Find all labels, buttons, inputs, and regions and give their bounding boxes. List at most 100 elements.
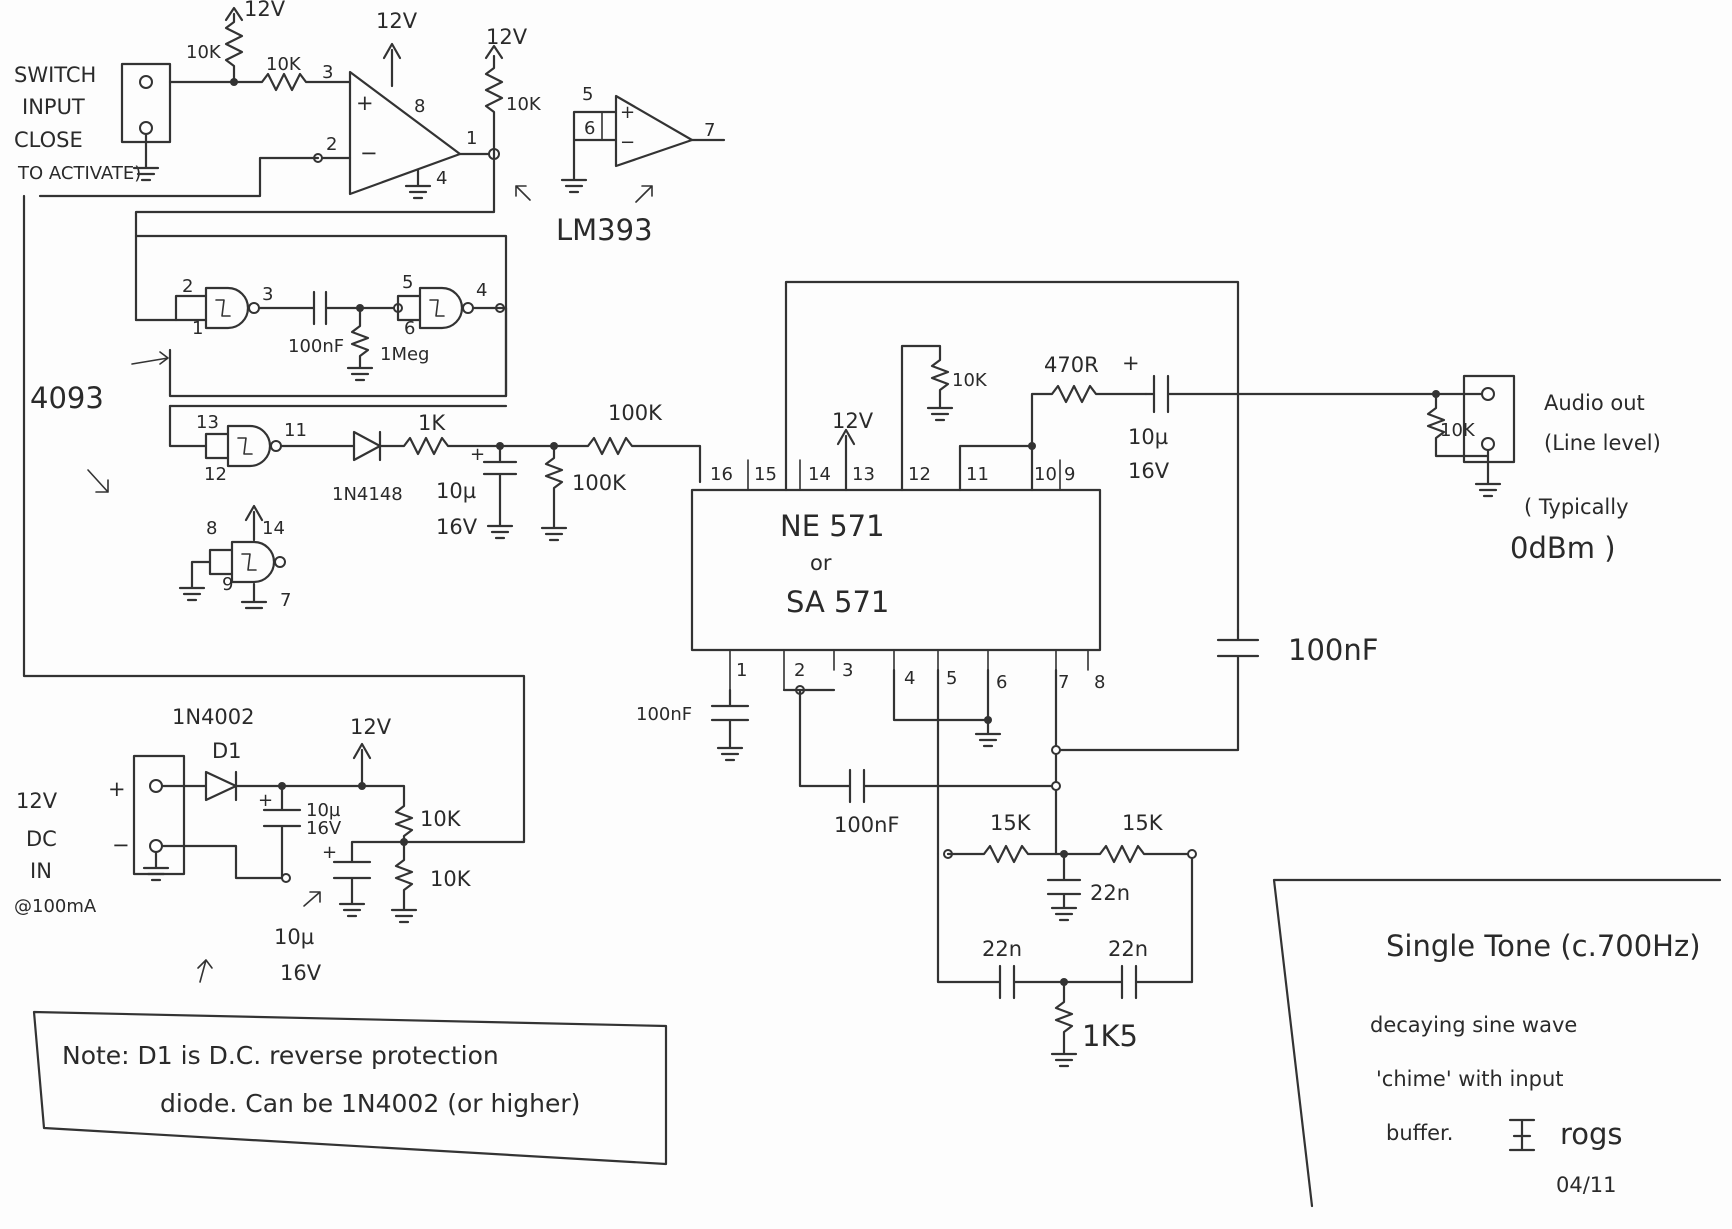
power-ground	[142, 850, 170, 882]
pin2-cap-value: 100nF	[834, 813, 899, 837]
pointer-arrow-a	[515, 185, 531, 201]
pin9: 9	[1064, 464, 1075, 485]
output-cap-voltage: 16V	[1128, 459, 1170, 483]
gate-p4: 4	[476, 280, 487, 301]
envelope-cap-voltage: 16V	[436, 515, 478, 539]
power-terminal-plus	[149, 779, 163, 793]
switch-label-1: SWITCH	[14, 63, 96, 87]
pin12-resistor-value: 10K	[952, 370, 988, 391]
power-12v-label: 12V	[350, 715, 392, 739]
pin11-pin10-link	[958, 444, 1034, 492]
comp-pin4: 4	[436, 168, 447, 189]
ne571-chip	[690, 488, 1102, 652]
pointer-arrow-c	[131, 351, 169, 365]
twin-t-c-l: 22n	[982, 937, 1022, 961]
pin7: 7	[1058, 672, 1069, 693]
gate3-inputs	[204, 432, 230, 460]
switch-ground-symbol	[132, 132, 160, 182]
power-diode-part: 1N4002	[172, 705, 255, 729]
plus-sign-b: +	[620, 102, 635, 123]
pin3: 3	[842, 660, 853, 681]
pin14: 14	[808, 464, 831, 485]
envelope-cap-plus: +	[470, 444, 485, 465]
gate-p14: 14	[262, 518, 285, 539]
gate-p13: 13	[196, 412, 219, 433]
coupling-cap-100nf	[257, 290, 400, 326]
power-cap1-voltage: 16V	[306, 818, 342, 839]
twin-t-resistor-1k5	[1050, 980, 1078, 1068]
note-border	[32, 1010, 668, 1166]
pointer-arrow-d	[87, 469, 109, 493]
output-resistor-470r	[1030, 384, 1148, 448]
arrow-up-12v-a	[224, 6, 244, 22]
power-in-4: @100mA	[14, 896, 97, 917]
pin6: 6	[996, 672, 1007, 693]
pin4: 4	[904, 668, 915, 689]
nand-gate-4	[230, 540, 276, 584]
resistor-1k-value: 1K	[418, 411, 446, 435]
series-resistor-value: 10K	[266, 54, 302, 75]
gate-p11: 11	[284, 420, 307, 441]
comp-pin7: 7	[704, 120, 715, 141]
gate-p12: 12	[204, 464, 227, 485]
title-block: Single Tone (c.700Hz) decaying sine wave…	[1272, 878, 1722, 1208]
title-line-6: 04/11	[1556, 1173, 1617, 1197]
comp-pin8: 8	[414, 96, 425, 117]
output-cap-plus: +	[1122, 351, 1140, 375]
twin-t-resistor-branch	[946, 844, 1194, 864]
twin-t-r-a: 15K	[990, 811, 1032, 835]
gate4-inputs	[208, 548, 234, 576]
twin-t-resistor-value: 1K5	[1082, 1019, 1138, 1053]
power-diode	[160, 770, 364, 802]
output-terminal-1	[1481, 387, 1495, 401]
output-resistor-value: 470R	[1044, 353, 1099, 377]
wire-pin14-feedback	[784, 280, 1240, 632]
pin1: 1	[736, 660, 747, 681]
output-cap-value: 10µ	[1128, 425, 1168, 449]
feedback-cap	[1054, 628, 1260, 752]
chip-name-2: or	[810, 551, 832, 575]
nand-gate-3	[226, 424, 272, 468]
twin-t-network: 1K5 15K 15K 22n 22n 22n	[936, 811, 1197, 1068]
lm393-comparator: 12V 10K 10K 3 + − 2 12V 8 4 1 12V 10K +	[38, 0, 726, 322]
gate4-vss	[240, 582, 268, 610]
pin12: 12	[908, 464, 931, 485]
load-resistor	[1426, 392, 1502, 498]
power-cap2-value: 10µ	[274, 925, 314, 949]
minus-sign-b: −	[620, 132, 635, 153]
power-ground-return	[160, 844, 288, 880]
power-cap1-plus: +	[258, 790, 273, 811]
title-line-4: buffer.	[1386, 1121, 1453, 1145]
arrow-up-12v-c	[484, 44, 504, 60]
diode-1n4148	[352, 430, 382, 462]
gate-p5: 5	[402, 272, 413, 293]
resistor-1k	[378, 436, 502, 456]
power-diode-ref: D1	[212, 739, 242, 763]
note-line-1: Note: D1 is D.C. reverse protection	[62, 1041, 499, 1070]
pullup-out-value: 10K	[506, 94, 542, 115]
divider-r2-value: 10K	[430, 867, 472, 891]
schmitt-symbol-1	[215, 299, 231, 317]
series-resistor	[232, 72, 352, 92]
envelope-cap-value: 10µ	[436, 479, 476, 503]
output-cap	[1144, 374, 1438, 414]
top-pin-ticks	[747, 459, 1061, 491]
comp-pin2: 2	[326, 134, 337, 155]
chip-name-1: NE 571	[780, 509, 885, 543]
twin-t-c-r: 22n	[1108, 937, 1148, 961]
nand-gate-2	[418, 286, 464, 330]
divider-resistor-1	[360, 784, 414, 844]
title-line-2: decaying sine wave	[1370, 1013, 1577, 1037]
power-cap2-plus: +	[322, 842, 337, 863]
power-in-3: IN	[30, 859, 52, 883]
switch-label-2: INPUT	[22, 95, 85, 119]
twin-t-c-mid: 22n	[1090, 881, 1130, 905]
power-input-section: 1N4002 D1 12V DC IN @100mA + − + 10µ 16V…	[14, 194, 526, 985]
divider-resistor-2	[390, 840, 418, 924]
gate1-inputs	[174, 294, 208, 322]
level-label: 0dBm )	[1510, 531, 1616, 565]
comp-pin5: 5	[582, 84, 593, 105]
schmitt-symbol-4	[241, 553, 257, 571]
title-line-5: rogs	[1560, 1117, 1623, 1151]
pointer-arrow-f	[197, 959, 213, 983]
